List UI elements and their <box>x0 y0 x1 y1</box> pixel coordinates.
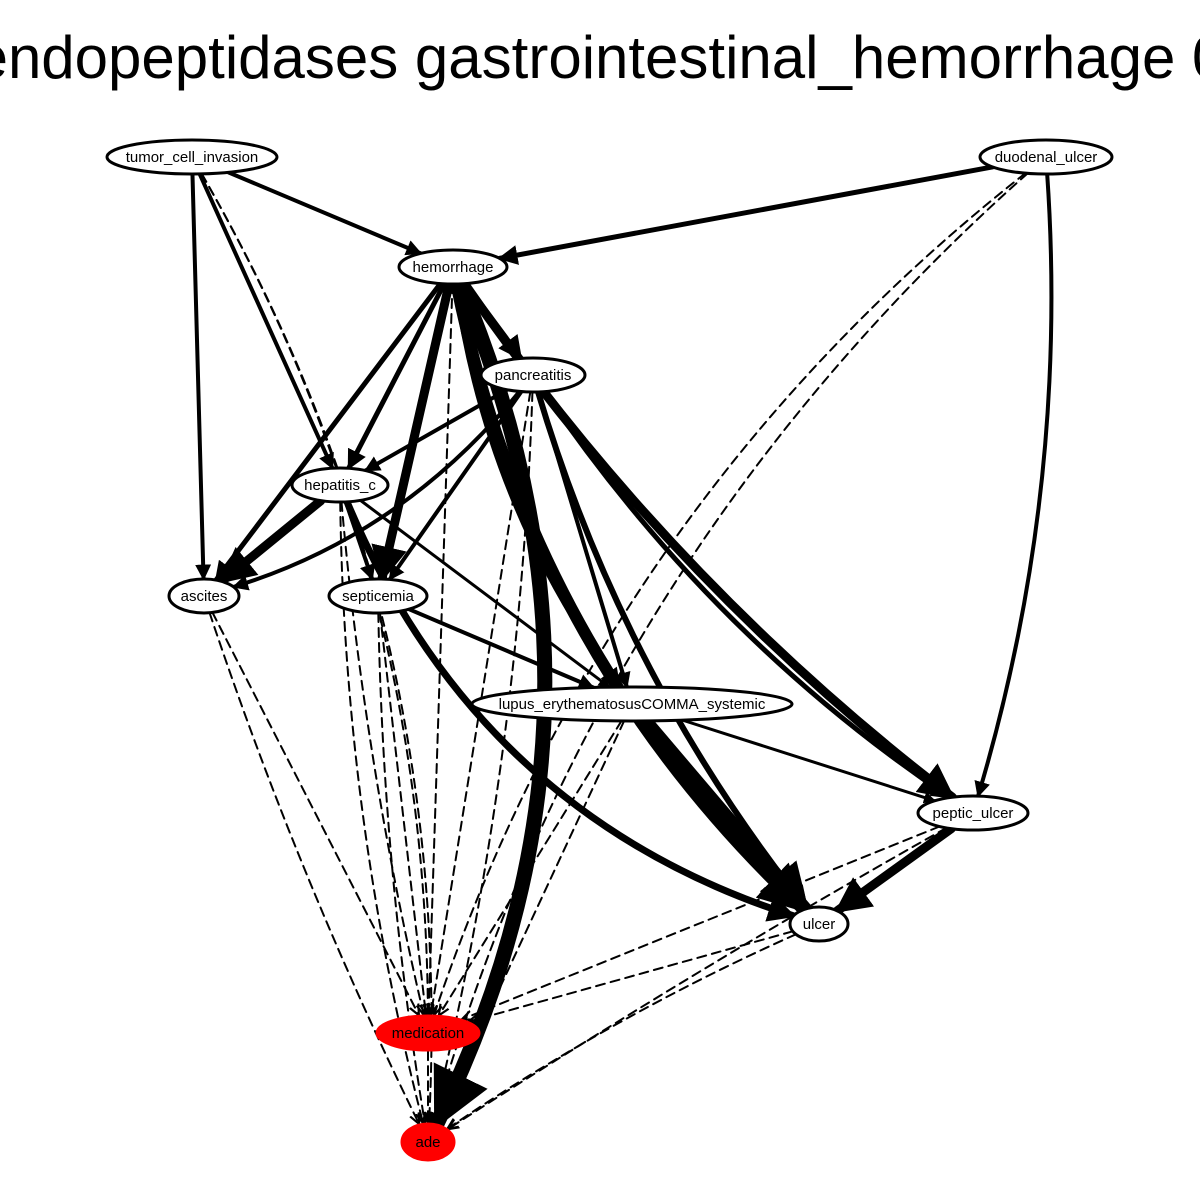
node-shape-lupus <box>470 685 794 723</box>
edge-tumor_cell_invasion-to-hepatitis_c <box>197 171 335 471</box>
edge-hemorrhage-to-medication <box>429 282 454 1015</box>
edge-lupus-to-ade <box>436 719 626 1124</box>
edge-tumor_cell_invasion-to-ade <box>200 172 432 1123</box>
edge-duodenal_ulcer-to-hemorrhage <box>497 164 995 265</box>
node-medication: medication <box>375 1014 481 1052</box>
node-septicemia: septicemia <box>327 577 429 615</box>
edge-hepatitis_c-to-ascites <box>217 496 326 586</box>
edge-ascites-to-ade <box>208 611 420 1124</box>
edge-peptic_ulcer-to-medication <box>462 825 941 1019</box>
node-label-peptic_ulcer: peptic_ulcer <box>933 805 1014 822</box>
node-label-ulcer: ulcer <box>803 916 836 933</box>
node-label-ascites: ascites <box>181 588 228 605</box>
node-label-hemorrhage: hemorrhage <box>413 259 494 276</box>
edge-septicemia-to-ade <box>377 612 425 1123</box>
node-shape-hemorrhage <box>397 248 509 286</box>
edge-hemorrhage-to-lupus <box>452 281 622 690</box>
edge-peptic_ulcer-to-ade <box>448 826 948 1129</box>
edge-peptic_ulcer-to-ulcer <box>832 824 956 916</box>
node-label-hepatitis_c: hepatitis_c <box>304 477 376 494</box>
edge-lupus-to-peptic_ulcer <box>680 718 937 804</box>
edge-ascites-to-medication <box>211 611 418 1015</box>
edge-hepatitis_c-to-lupus <box>358 498 612 689</box>
node-shape-ulcer <box>788 905 850 943</box>
node-hemorrhage: hemorrhage <box>397 248 509 286</box>
node-shape-ade <box>400 1122 456 1162</box>
edge-ulcer-to-ade <box>447 933 797 1128</box>
node-label-septicemia: septicemia <box>342 588 414 605</box>
node-label-pancreatitis: pancreatitis <box>495 367 572 384</box>
node-label-ade: ade <box>415 1134 440 1151</box>
node-shape-peptic_ulcer <box>916 794 1030 832</box>
node-ade: ade <box>400 1122 456 1162</box>
edge-hemorrhage-to-ascites <box>213 281 443 583</box>
node-shape-medication <box>375 1014 481 1052</box>
node-label-tumor_cell_invasion: tumor_cell_invasion <box>126 149 259 166</box>
edges-layer <box>190 164 1054 1132</box>
edge-septicemia-to-medication <box>378 611 426 1015</box>
graph-title: endopeptidases gastrointestinal_hemorrha… <box>0 24 1200 91</box>
edge-hemorrhage-to-hepatitis_c <box>346 281 447 471</box>
edge-lupus-to-ulcer <box>640 714 813 915</box>
edge-lupus-to-medication <box>439 719 623 1015</box>
edge-pancreatitis-to-ascites <box>231 389 522 591</box>
edge-hemorrhage-to-septicemia <box>371 279 454 584</box>
edge-duodenal_ulcer-to-ade <box>433 172 1029 1123</box>
edge-tumor_cell_invasion-to-ascites <box>190 172 212 582</box>
edge-duodenal_ulcer-to-peptic_ulcer <box>974 171 1054 799</box>
node-shape-septicemia <box>327 577 429 615</box>
node-ulcer: ulcer <box>788 905 850 943</box>
edge-tumor_cell_invasion-to-hemorrhage <box>226 170 423 256</box>
node-tumor_cell_invasion: tumor_cell_invasion <box>105 138 279 176</box>
node-shape-pancreatitis <box>479 356 587 394</box>
edge-septicemia-to-lupus <box>406 607 596 690</box>
node-label-medication: medication <box>392 1025 465 1042</box>
node-pancreatitis: pancreatitis <box>479 356 587 394</box>
node-shape-duodenal_ulcer <box>978 138 1114 176</box>
edge-duodenal_ulcer-to-medication <box>434 172 1027 1015</box>
node-shape-hepatitis_c <box>290 466 390 504</box>
node-shape-tumor_cell_invasion <box>105 138 279 176</box>
node-peptic_ulcer: peptic_ulcer <box>916 794 1030 832</box>
edge-pancreatitis-to-hepatitis_c <box>363 387 510 473</box>
node-duodenal_ulcer: duodenal_ulcer <box>978 138 1114 176</box>
node-hepatitis_c: hepatitis_c <box>290 466 390 504</box>
node-ascites: ascites <box>167 577 241 615</box>
node-label-lupus: lupus_erythematosusCOMMA_systemic <box>499 696 766 713</box>
node-label-duodenal_ulcer: duodenal_ulcer <box>995 149 1098 166</box>
nodes-layer: tumor_cell_invasion duodenal_ulcerhemorrh… <box>105 138 1114 1162</box>
edge-hemorrhage-to-ulcer <box>450 277 810 916</box>
edge-hepatitis_c-to-medication <box>340 500 423 1015</box>
edge-ulcer-to-medication <box>468 930 794 1021</box>
node-shape-ascites <box>167 577 241 615</box>
edge-pancreatitis-to-peptic_ulcer <box>541 389 953 801</box>
node-lupus: lupus_erythematosusCOMMA_systemic <box>470 685 794 723</box>
edge-pancreatitis-to-septicemia <box>387 389 524 582</box>
